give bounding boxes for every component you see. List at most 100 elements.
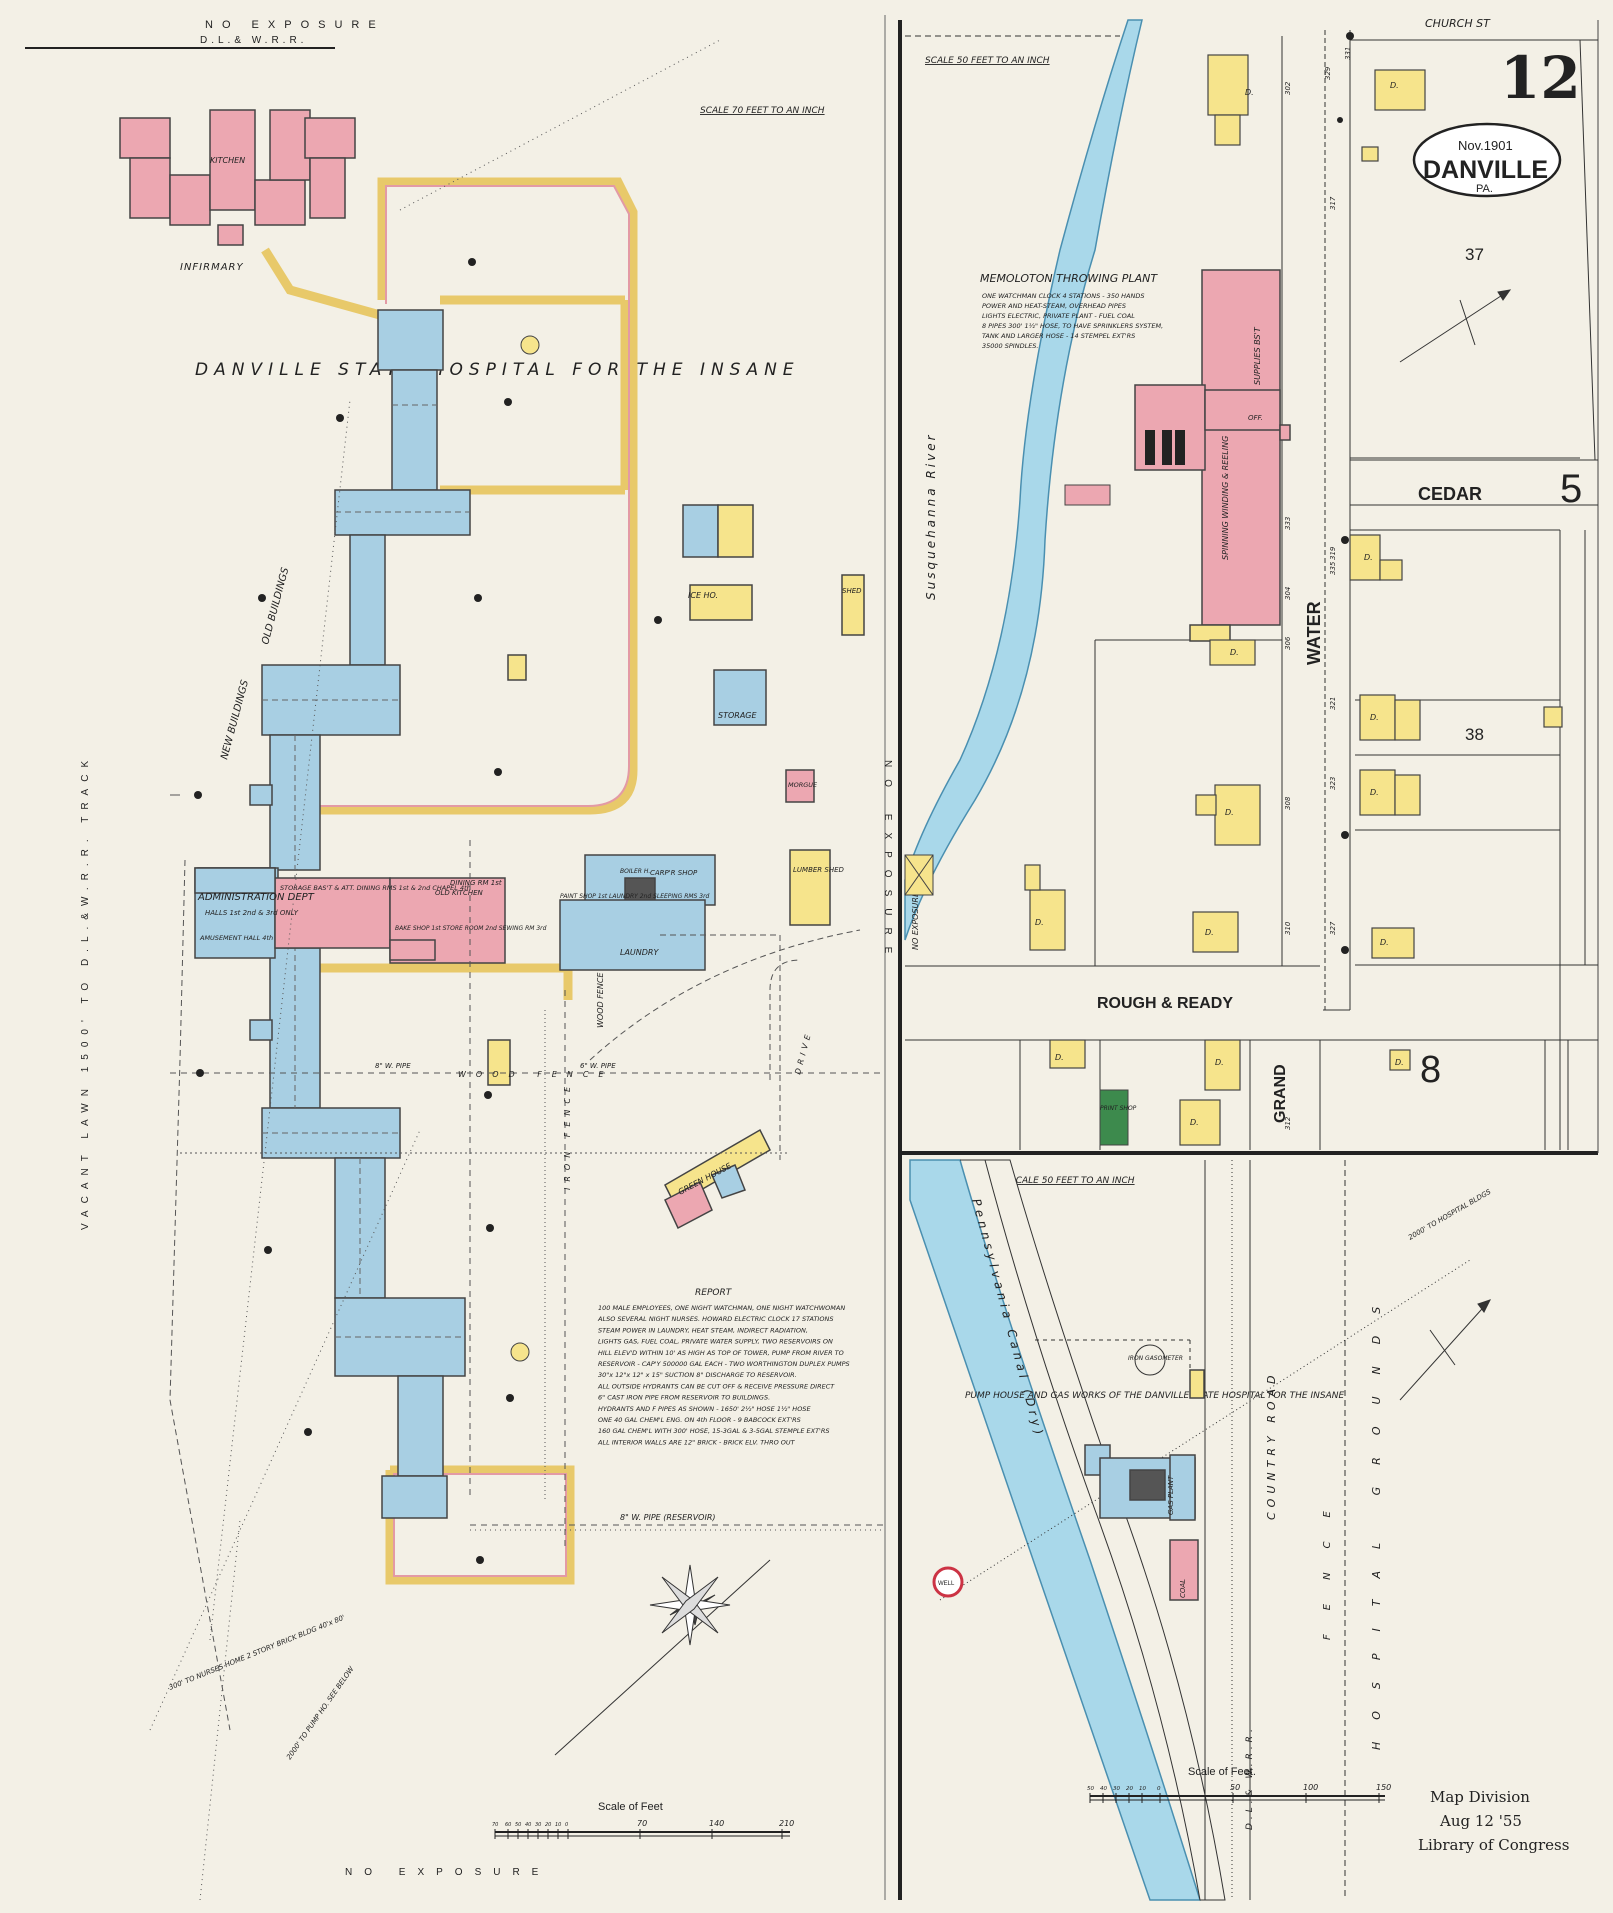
cedar-sheet-ref: 5 <box>1560 467 1582 511</box>
green-house <box>664 1128 771 1230</box>
dwelling-label: D. <box>1205 928 1214 937</box>
susquehanna-river <box>904 19 1143 941</box>
ice-house-label: ICE HO. <box>688 591 718 600</box>
report-text: 100 MALE EMPLOYEES, ONE NIGHT WATCHMAN, … <box>597 1304 850 1446</box>
report-line: 30"x 12"x 12" x 15" SUCTION 8" DISCHARGE… <box>598 1371 797 1379</box>
river-label: Susquehanna River <box>924 432 938 600</box>
pipe-label-b: 6" W. PIPE <box>580 1062 616 1070</box>
dwelling-label: D. <box>1380 938 1389 947</box>
kitchen-label: KITCHEN <box>210 156 245 165</box>
small-outbuilding <box>1064 484 1111 506</box>
country-road-label: COUNTRY ROAD <box>1265 1371 1278 1521</box>
storage-dining-note: STORAGE BAS'T & ATT. DINING RMS 1st & 2n… <box>280 884 471 892</box>
address-number: 333 <box>1284 517 1292 530</box>
scale-tick-label: 100 <box>1303 1783 1318 1792</box>
plant-report-line: 8 PIPES 300' 1½" HOSE, TO HAVE SPRINKLER… <box>982 322 1163 330</box>
report-line: 6" CAST IRON PIPE FROM RESERVOIR TO BUIL… <box>598 1394 770 1402</box>
library-stamp: Map Division Aug 12 '55 Library of Congr… <box>1418 1788 1569 1854</box>
scale-tick-label: 70 <box>492 1822 498 1828</box>
road-lines <box>939 1160 1471 1900</box>
scale-tick-label: 210 <box>779 1819 794 1828</box>
state-abbrev: PA. <box>1476 183 1493 195</box>
street-hydrants <box>1337 32 1354 954</box>
pump-house-title: PUMP HOUSE AND GAS WORKS OF THE DANVILLE… <box>965 1391 1344 1401</box>
canal-towpath <box>960 1159 1226 1901</box>
pump-scale-bar <box>1090 1795 1385 1801</box>
report-line: ALSO SEVERAL NIGHT NURSES. HOWARD ELECTR… <box>597 1315 833 1323</box>
scale-tick-label: 40 <box>525 1822 531 1828</box>
street-lines <box>905 30 1598 1150</box>
top-exposure-note: NO EXPOSURE <box>205 19 385 31</box>
panel-borders <box>25 15 1599 1900</box>
dwelling-label: D. <box>1035 918 1044 927</box>
scale-tick-label: 0 <box>1157 1786 1161 1792</box>
dwelling-label: D. <box>1230 648 1239 657</box>
address-number: 312 <box>1284 1116 1292 1130</box>
city-name: DANVILLE <box>1423 156 1548 184</box>
dwelling-label: D. <box>1215 1058 1224 1067</box>
plant-report-line: LIGHTS ELECTRIC, PRIVATE PLANT - FUEL CO… <box>982 312 1135 320</box>
report-line: 160 GAL CHEM'L WITH 300' HOSE, 15-3GAL &… <box>598 1427 830 1435</box>
report-line: HYDRANTS AND F PIPES AS SHOWN - 1650' 2½… <box>598 1405 811 1413</box>
report-line: STEAM POWER IN LAUNDRY, HEAT STEAM, INDI… <box>598 1326 808 1334</box>
report-line: HILL ELEV'D WITHIN 10' AS HIGH AS TOP OF… <box>598 1349 844 1357</box>
plant-report-line: 35000 SPINDLES. <box>982 342 1039 350</box>
dwellings <box>1024 54 1563 1146</box>
north-arrow-bottom <box>1399 1299 1491 1401</box>
wood-fence-row: WOOD FENCE <box>458 1070 614 1079</box>
block-37: 37 <box>1465 245 1484 264</box>
scale-tick-label: 0 <box>565 1822 568 1828</box>
address-number: 306 <box>1284 636 1292 650</box>
pump-house-building <box>1084 1369 1205 1601</box>
hospital-scale-note: SCALE 70 FEET TO AN INCH <box>700 106 825 116</box>
print-shop-building <box>1099 1089 1129 1146</box>
address-number: 331 <box>1344 47 1352 60</box>
scale-tick-label: 140 <box>709 1819 724 1828</box>
hospital-title: DANVILLE STATE HOSPITAL FOR THE INSANE <box>195 360 800 380</box>
administration-block <box>194 867 506 964</box>
address-number: 327 <box>1329 921 1337 935</box>
administration-label: ADMINISTRATION DEPT <box>197 892 315 903</box>
hydrants <box>194 258 662 1564</box>
stamp-line-2: Aug 12 '55 <box>1439 1812 1522 1830</box>
dwelling-labels: D.D.D.D.D.D.D.D.D.D.D.D.D.D. <box>1035 81 1404 1127</box>
hospital-panel: NO EXPOSURE D.L.& W.R.R. SCALE 70 FEET T… <box>80 19 893 1901</box>
scale-tick-label: 50 <box>515 1822 521 1828</box>
block-8: 8 <box>1420 1049 1441 1091</box>
railroad-label: D.L.& W.R.R. <box>1245 1725 1255 1830</box>
address-number: 323 <box>1329 777 1337 790</box>
canal <box>909 1159 1202 1901</box>
address-labels: 3023043063083103123173193213233273293313… <box>1284 47 1352 1130</box>
wood-fence-label: WOOD FENCE <box>596 972 605 1028</box>
scale-tick-label: 20 <box>545 1822 551 1828</box>
compass-rose <box>554 1559 771 1756</box>
hospital-scale-title: Scale of Feet <box>598 1801 663 1813</box>
north-arrow-top <box>1399 289 1512 363</box>
fences-and-pipes <box>149 39 885 1901</box>
scale-tick-label: 60 <box>505 1822 511 1828</box>
gasometer-label: IRON GASOMETER <box>1128 1355 1183 1362</box>
dwelling-label: D. <box>1225 808 1234 817</box>
walkway-edges <box>320 185 630 1577</box>
iron-fence-label: IRON FENCE <box>563 1081 572 1190</box>
pump-scale-title: Scale of Feet. <box>1188 1766 1256 1778</box>
pump-house-panel: SCALE 50 FEET TO AN INCH Pennsylvania Ca… <box>909 1159 1569 1901</box>
scale-tick-label: 10 <box>555 1822 561 1828</box>
scale-tick-label: 30 <box>535 1822 541 1828</box>
dwelling-label: D. <box>1390 81 1399 90</box>
supplies-label: SUPPLIES BS'T <box>1253 326 1262 385</box>
dining-label: DINING RM 1st <box>450 879 502 887</box>
address-number: 321 <box>1329 697 1337 710</box>
hospital-grounds-label: HOSPITAL GROUNDS <box>1370 1285 1383 1750</box>
boiler-house-label: BOILER H. <box>620 868 650 875</box>
scale-tick-label: 50 <box>1230 1783 1240 1792</box>
office-label: OFF. <box>1248 414 1263 422</box>
well-label: WELL <box>938 1581 955 1587</box>
report-line: 100 MALE EMPLOYEES, ONE NIGHT WATCHMAN, … <box>598 1304 845 1312</box>
old-kitchen-label: OLD KITCHEN <box>435 889 484 897</box>
walkways <box>261 177 638 1585</box>
spinning-label: SPINNING WINDING & REELING <box>1221 436 1230 560</box>
report-title: REPORT <box>695 1288 733 1298</box>
dwelling-label: D. <box>1190 1118 1199 1127</box>
